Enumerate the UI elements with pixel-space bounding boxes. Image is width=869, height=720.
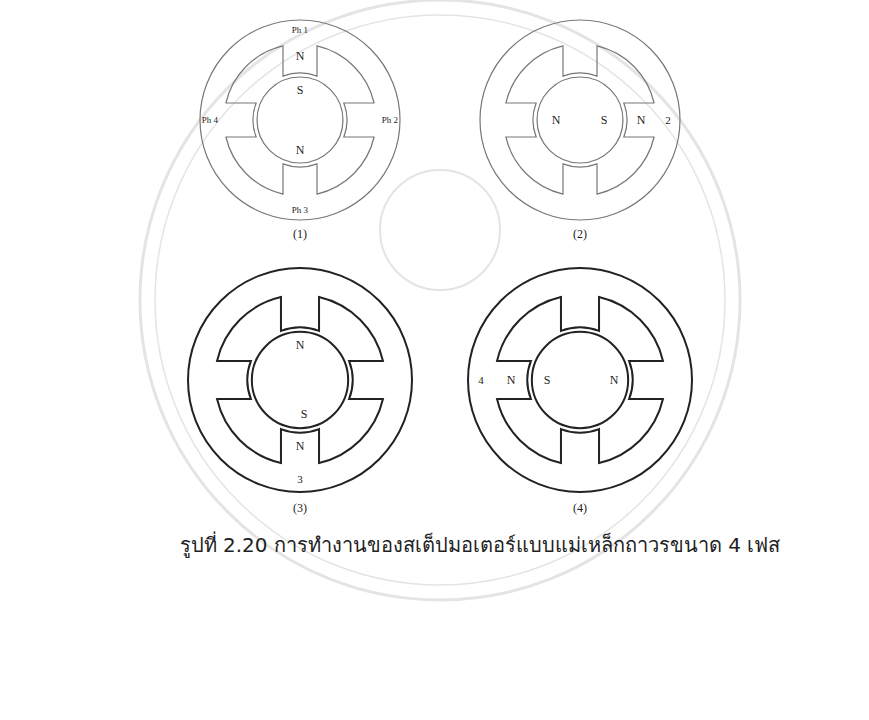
- rotor: [537, 77, 623, 163]
- pole-label: N: [507, 374, 516, 386]
- rotor: [252, 332, 348, 428]
- pole-label: S: [301, 408, 308, 420]
- pole-label: S: [297, 84, 304, 96]
- stepper-motor: [480, 20, 680, 220]
- stepper-motor: [188, 268, 412, 492]
- figure-number: (3): [293, 502, 307, 514]
- stator-outline: [468, 268, 692, 492]
- pole-label: 4: [478, 375, 484, 386]
- pole-label: N: [296, 339, 305, 351]
- stepper-motor: [468, 268, 692, 492]
- pole-label: N: [552, 114, 561, 126]
- stator-outline: [188, 268, 412, 492]
- stator-poles: [226, 46, 374, 194]
- pole-label: N: [610, 374, 619, 386]
- rotor: [257, 77, 343, 163]
- pole-label: 2: [665, 115, 671, 126]
- figure-number: (1): [293, 228, 307, 240]
- rotor: [532, 332, 628, 428]
- pole-label: N: [296, 440, 305, 452]
- pole-label: N: [637, 114, 646, 126]
- pole-label: S: [544, 374, 551, 386]
- figure-number: (4): [573, 502, 587, 514]
- stator-poles: [497, 297, 663, 463]
- pole-label: 3: [297, 474, 303, 485]
- figure-number: (2): [573, 228, 587, 240]
- figure-caption: รูปที่ 2.20 การทำงานของสเต็ปมอเตอร์แบบแม…: [180, 533, 781, 557]
- pole-label: N: [296, 50, 305, 62]
- pole-label: N: [296, 144, 305, 156]
- stator-outline: [200, 20, 400, 220]
- stator-outline: [480, 20, 680, 220]
- pole-label: Ph 2: [382, 116, 398, 125]
- stator-poles: [506, 46, 654, 194]
- stepper-motor: [200, 20, 400, 220]
- pole-label: Ph 3: [292, 206, 308, 215]
- watermark-seal: [140, 0, 740, 600]
- pole-label: S: [601, 114, 608, 126]
- stator-poles: [217, 297, 383, 463]
- pole-label: Ph 4: [202, 116, 218, 125]
- pole-label: Ph 1: [292, 26, 308, 35]
